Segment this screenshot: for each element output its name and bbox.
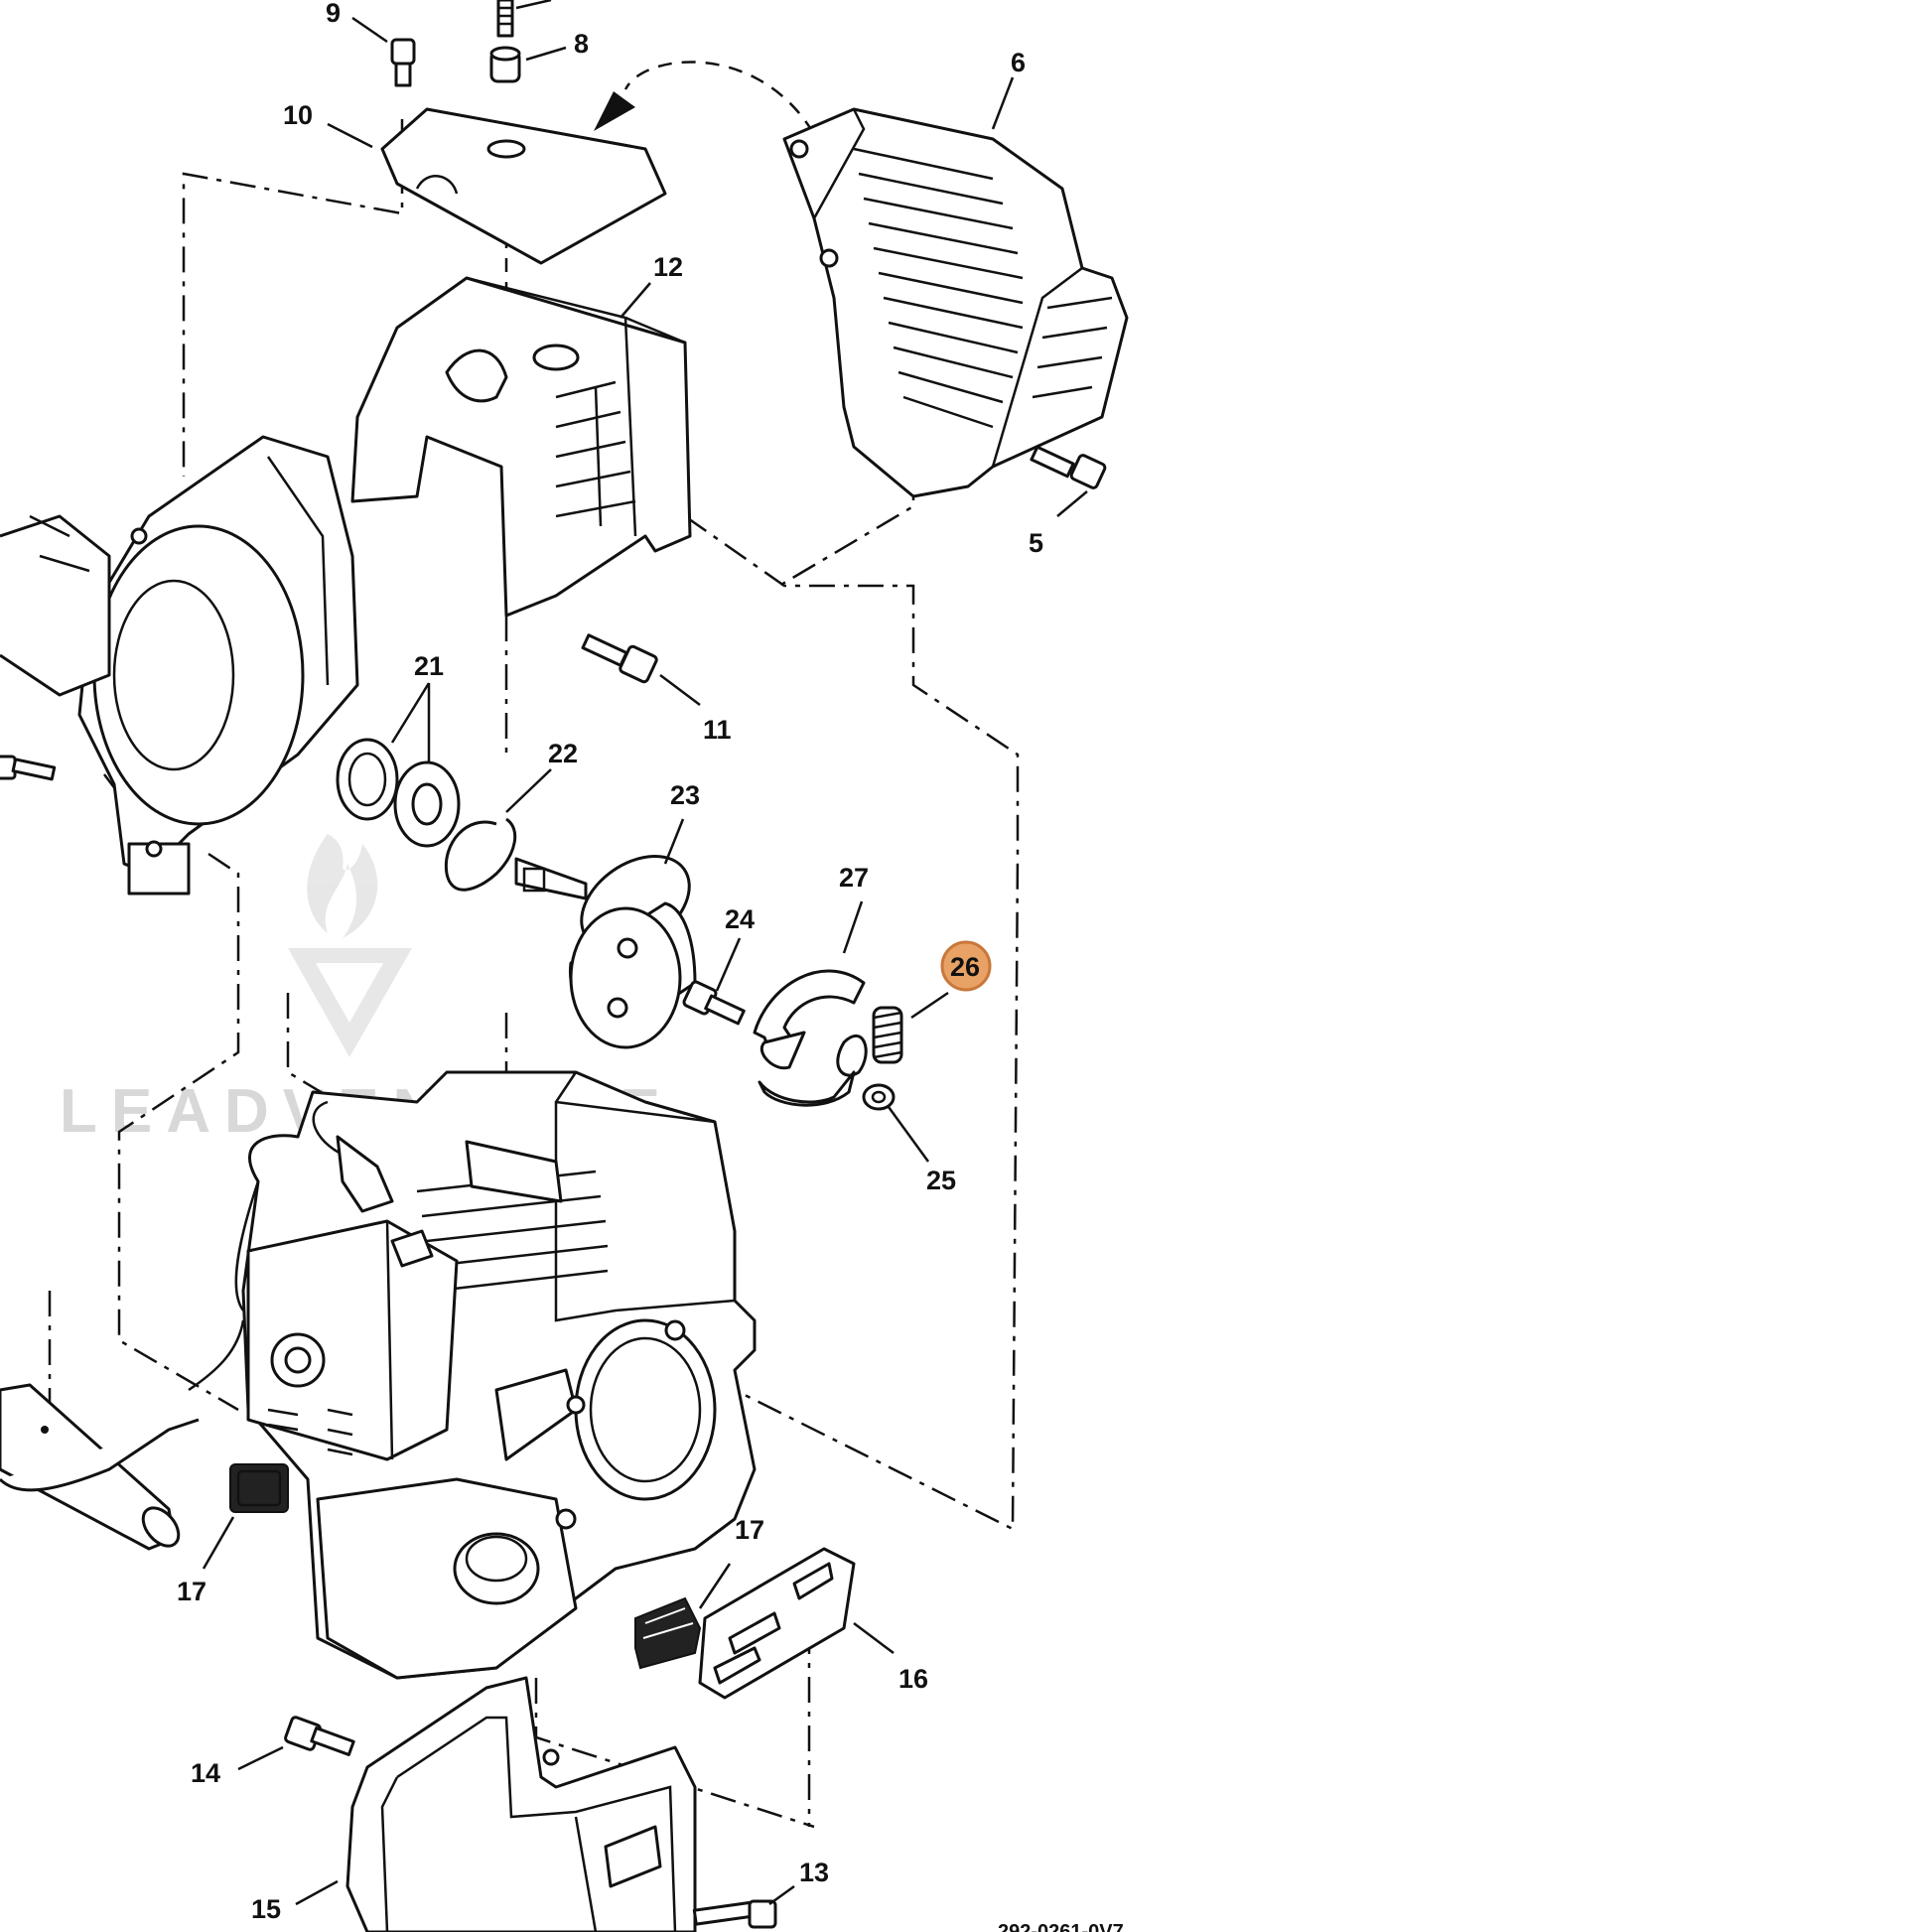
part-16-plate-icon: [698, 1547, 856, 1700]
part-9-screw-icon: [390, 38, 416, 87]
part-13-screw-icon: [692, 1899, 777, 1929]
part-17-left-seal-icon: [229, 1463, 289, 1513]
part-21-bearings-icon: [336, 738, 461, 848]
callout-24: 24: [725, 904, 755, 934]
part-17-right-seal-icon: [634, 1596, 702, 1670]
callout-17-left: 17: [177, 1577, 207, 1606]
callout-6: 6: [1011, 48, 1026, 77]
fan-housing-icon: [0, 435, 359, 896]
callout-12: 12: [653, 252, 683, 282]
part-7-screw-icon: [496, 0, 514, 38]
drawing-reference: 292-0261-0V7: [998, 1921, 1124, 1932]
callout-17-right: 17: [735, 1515, 764, 1545]
part-23-clutch-drum-icon: [514, 854, 697, 1049]
callout-9: 9: [326, 0, 341, 28]
callout-26[interactable]: 26: [950, 952, 980, 982]
part-24-screw-icon: [682, 980, 746, 1026]
callout-8: 8: [574, 29, 589, 59]
callout-11: 11: [703, 715, 732, 745]
part-12-engine-cover-icon: [350, 276, 692, 618]
callout-16: 16: [898, 1664, 928, 1694]
part-14-screw-icon: [284, 1716, 355, 1756]
part-5-screw-icon: [1030, 445, 1107, 489]
watermark-logo-icon: [288, 834, 412, 1057]
part-25-washer-icon: [862, 1083, 896, 1111]
callout-26-highlight[interactable]: [940, 940, 992, 992]
callout-14: 14: [191, 1758, 220, 1788]
callout-labels: 9 8 6 10 12 5 11 21 22 23 27 24 26 25 17…: [177, 0, 1043, 1924]
part-8-plug-icon: [489, 46, 521, 83]
callout-27: 27: [839, 863, 869, 893]
callout-13: 13: [799, 1858, 829, 1887]
engine-assembly-icon: [234, 1070, 757, 1680]
direction-arrow-icon: [594, 91, 635, 131]
callout-22: 22: [548, 739, 578, 768]
direction-arrow-path: [623, 61, 826, 155]
callout-23: 23: [670, 780, 700, 810]
callout-10: 10: [283, 100, 313, 130]
part-6-shroud-icon: [782, 107, 1129, 498]
part-27-clutch-shoes-icon: [753, 969, 868, 1107]
part-10-top-cap-icon: [380, 107, 667, 265]
callout-15: 15: [251, 1894, 281, 1924]
callout-5: 5: [1029, 528, 1043, 558]
part-15-handle-frame-icon: [345, 1676, 697, 1932]
drive-tube-icon: [0, 1319, 245, 1551]
leader-lines: [202, 0, 1088, 1906]
part-26-spring-icon: [872, 1006, 903, 1064]
part-22-circlip-icon: [444, 817, 517, 892]
callout-21: 21: [414, 651, 444, 681]
part-11-screw-icon: [581, 633, 658, 684]
fan-housing-screw-icon: [0, 755, 57, 781]
callout-25: 25: [926, 1166, 956, 1195]
